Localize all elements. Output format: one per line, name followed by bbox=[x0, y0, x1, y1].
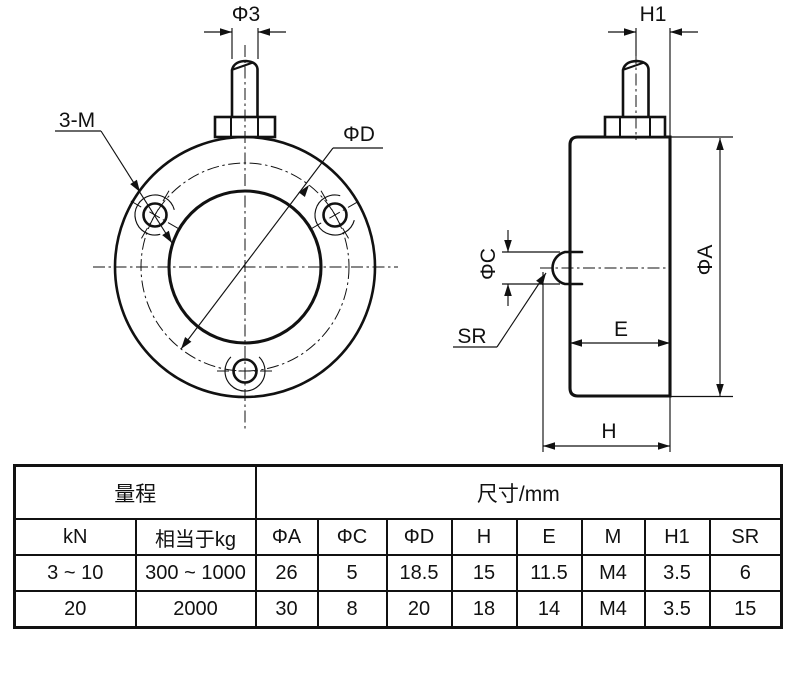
dim-phiC: ΦC bbox=[477, 230, 560, 306]
cell: 20 bbox=[13, 590, 137, 629]
dim-phiD: ΦD bbox=[180, 123, 383, 350]
phi3-label: Φ3 bbox=[232, 3, 260, 26]
cell: 26 bbox=[254, 554, 319, 592]
cell: 11.5 bbox=[515, 554, 583, 592]
phiA-label: ΦA bbox=[694, 245, 717, 276]
header-dimensions: 尺寸/mm bbox=[254, 464, 783, 520]
col-m: M bbox=[580, 518, 646, 556]
label-3m: 3-M bbox=[55, 109, 173, 244]
phiD-label: ΦD bbox=[343, 123, 375, 146]
cell: 18 bbox=[450, 590, 518, 629]
bolt-hole-bottom bbox=[217, 356, 273, 392]
col-phiC: ΦC bbox=[316, 518, 388, 556]
cell: 15 bbox=[708, 590, 783, 629]
h1-label: H1 bbox=[640, 3, 667, 26]
side-body bbox=[568, 135, 672, 398]
col-phiD: ΦD bbox=[385, 518, 453, 556]
spec-table: 量程 尺寸/mm kN 相当于kg ΦA ΦC ΦD H E M H1 SR 3… bbox=[13, 464, 784, 629]
front-view: Φ3 3-M ΦD bbox=[55, 3, 398, 430]
dim-h1: H1 bbox=[608, 3, 698, 136]
col-h1: H1 bbox=[643, 518, 711, 556]
col-kn: kN bbox=[13, 518, 137, 556]
side-nut bbox=[603, 115, 667, 139]
cell: 3.5 bbox=[643, 590, 711, 629]
cell: 5 bbox=[316, 554, 388, 592]
h-label: H bbox=[601, 420, 616, 443]
cell: 6 bbox=[708, 554, 783, 592]
inner-bore-circle bbox=[167, 189, 323, 345]
cell: 20 bbox=[385, 590, 453, 629]
front-stud bbox=[213, 45, 277, 140]
cell: 3.5 bbox=[643, 554, 711, 592]
col-sr: SR bbox=[708, 518, 783, 556]
table-subheader-row: kN 相当于kg ΦA ΦC ΦD H E M H1 SR bbox=[13, 518, 783, 556]
bolt-hole-top-left bbox=[130, 190, 180, 240]
table-row: 3 ~ 10 300 ~ 1000 26 5 18.5 15 11.5 M4 3… bbox=[13, 554, 783, 592]
col-kg: 相当于kg bbox=[134, 518, 257, 556]
3m-label: 3-M bbox=[59, 109, 95, 132]
cell: 3 ~ 10 bbox=[13, 554, 137, 592]
dim-phi3: Φ3 bbox=[204, 3, 286, 59]
phiC-label: ΦC bbox=[477, 248, 500, 280]
table-header-row: 量程 尺寸/mm bbox=[13, 464, 783, 520]
dim-e: E bbox=[570, 318, 670, 347]
col-h: H bbox=[450, 518, 518, 556]
e-label: E bbox=[614, 318, 628, 341]
cell: 300 ~ 1000 bbox=[134, 554, 257, 592]
cell: 2000 bbox=[134, 590, 257, 629]
dim-h: H bbox=[542, 272, 671, 452]
dim-phiA: ΦA bbox=[694, 138, 724, 396]
cell: 15 bbox=[450, 554, 518, 592]
cell: 30 bbox=[254, 590, 319, 629]
cell: M4 bbox=[580, 554, 646, 592]
col-e: E bbox=[515, 518, 583, 556]
bolt-hole-top-right bbox=[310, 190, 360, 240]
side-stud bbox=[603, 52, 667, 140]
bolt-circle-centerline bbox=[140, 162, 350, 372]
cell: 8 bbox=[316, 590, 388, 629]
side-view: H1 ΦC SR E bbox=[453, 3, 733, 452]
header-range: 量程 bbox=[13, 464, 257, 520]
stud-chamfer-edge bbox=[232, 61, 254, 71]
drawing-canvas: Φ3 3-M ΦD bbox=[55, 3, 733, 452]
cell: 18.5 bbox=[385, 554, 453, 592]
table-row: 20 2000 30 8 20 18 14 M4 3.5 15 bbox=[13, 590, 783, 629]
cell: M4 bbox=[580, 590, 646, 629]
col-phiA: ΦA bbox=[254, 518, 319, 556]
load-button bbox=[551, 250, 584, 286]
cell: 14 bbox=[515, 590, 583, 629]
sr-label: SR bbox=[457, 325, 486, 348]
